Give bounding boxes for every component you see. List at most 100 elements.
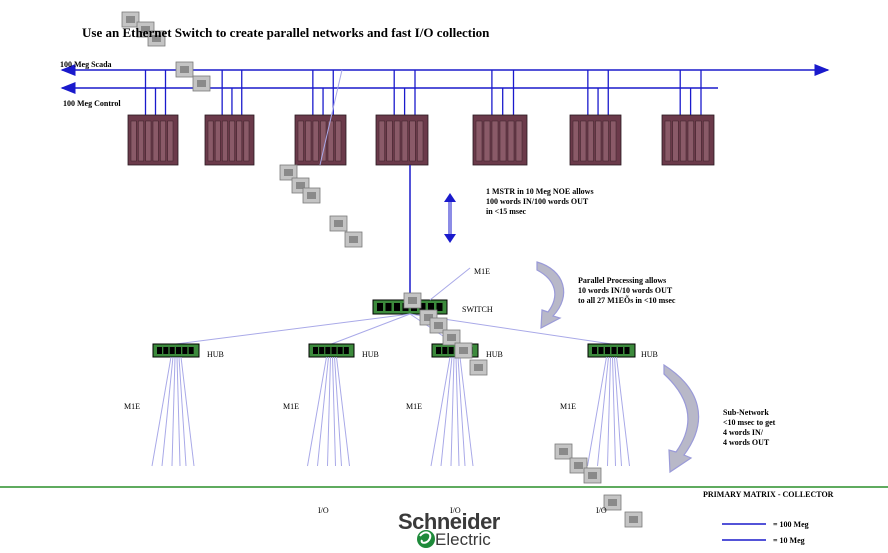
hub-port bbox=[436, 347, 441, 354]
rack-slot bbox=[703, 120, 710, 162]
hub-2-m1e-link bbox=[307, 356, 327, 467]
rack-slot bbox=[680, 120, 687, 162]
io-module-face bbox=[408, 297, 417, 304]
rack-slot bbox=[386, 120, 393, 162]
rack-slot bbox=[167, 120, 174, 162]
hub-4-m1e-link bbox=[612, 356, 616, 467]
m1e-label-3: M1E bbox=[406, 402, 422, 411]
hub-1-m1e-link bbox=[161, 356, 174, 467]
rack-slot bbox=[595, 120, 602, 162]
rack-slot bbox=[409, 120, 416, 162]
hub-1-m1e-link bbox=[180, 356, 195, 467]
legend-10-meg: = 10 Meg bbox=[773, 536, 805, 545]
slide-title: Use an Ethernet Switch to create paralle… bbox=[82, 25, 490, 40]
rack-slot bbox=[335, 120, 342, 162]
rack-slot bbox=[394, 120, 401, 162]
switch-label: SWITCH bbox=[462, 305, 493, 314]
io-module-face bbox=[180, 66, 189, 73]
rack-slot bbox=[417, 120, 424, 162]
io-module-face bbox=[588, 472, 597, 479]
rack-slot bbox=[243, 120, 250, 162]
io-module-face bbox=[141, 26, 150, 33]
mstr-arrow-down bbox=[444, 234, 456, 243]
hub-port bbox=[325, 347, 331, 354]
mstr-arrow-up bbox=[444, 193, 456, 202]
hub-port bbox=[163, 347, 169, 354]
rack-slot bbox=[475, 120, 483, 162]
rack-slot bbox=[214, 120, 221, 162]
hub-port bbox=[337, 347, 343, 354]
io-module-face bbox=[459, 347, 468, 354]
hub-port bbox=[605, 347, 610, 354]
rack-slot bbox=[138, 120, 144, 162]
rack-slot bbox=[587, 120, 594, 162]
switch-port bbox=[419, 303, 426, 311]
hub-1-m1e-link bbox=[178, 356, 187, 467]
sub-network-note: Sub-Network <10 msec to get 4 words IN/ … bbox=[723, 408, 776, 447]
hub-3-m1e-link bbox=[450, 356, 455, 467]
switch-port bbox=[385, 303, 392, 311]
hub-2-m1e-link bbox=[332, 356, 336, 467]
switch-m1e-link bbox=[429, 267, 471, 301]
hub-port bbox=[343, 347, 349, 354]
hub-4-m1e-link bbox=[616, 356, 630, 467]
hub-port bbox=[182, 347, 188, 354]
io-module-face bbox=[296, 182, 305, 189]
rack-slot bbox=[483, 120, 491, 162]
hub-port bbox=[319, 347, 325, 354]
io-module-face bbox=[284, 169, 293, 176]
hub-1-m1e-link bbox=[176, 356, 181, 467]
hub-3-m1e-link bbox=[440, 356, 453, 467]
switch-port bbox=[377, 303, 383, 311]
parallel-arrow bbox=[536, 261, 565, 330]
hub-3-m1e-link bbox=[459, 356, 474, 467]
rack-slot bbox=[152, 120, 159, 162]
io-module-face bbox=[424, 314, 433, 321]
io-module-face bbox=[574, 462, 583, 469]
io-module-face bbox=[349, 236, 358, 243]
io-module-face bbox=[307, 192, 316, 199]
legend-100-meg: = 100 Meg bbox=[773, 520, 809, 529]
m1e-label-4: M1E bbox=[560, 402, 576, 411]
hub-label-3: HUB bbox=[486, 350, 503, 359]
rack-slot bbox=[664, 120, 671, 162]
io-module-face bbox=[126, 16, 135, 23]
scada-link bbox=[319, 69, 343, 166]
io-module-face bbox=[447, 334, 456, 341]
rack-slot bbox=[207, 120, 214, 162]
rack-slot bbox=[491, 120, 499, 162]
hub-port bbox=[598, 347, 604, 354]
hub-port bbox=[331, 347, 337, 354]
rack-slot bbox=[145, 120, 152, 162]
switch-port bbox=[428, 303, 434, 311]
hub-port bbox=[448, 347, 454, 354]
io-label-2: I/O bbox=[450, 506, 461, 515]
io-module-face bbox=[434, 322, 443, 329]
hub-port bbox=[624, 347, 630, 354]
rack-slot bbox=[610, 120, 617, 162]
rack-slot bbox=[602, 120, 609, 162]
collector-label: PRIMARY MATRIX - COLLECTOR bbox=[703, 490, 834, 499]
hub-port bbox=[169, 347, 175, 354]
hub-port bbox=[442, 347, 448, 354]
io-module-face bbox=[629, 516, 638, 523]
switch-port bbox=[394, 303, 400, 311]
switch-to-hub-1 bbox=[175, 313, 411, 345]
hub-label-1: HUB bbox=[207, 350, 224, 359]
hub-2-m1e-link bbox=[327, 356, 331, 467]
hub-3-m1e-link bbox=[430, 356, 451, 467]
hub-3-m1e-link bbox=[457, 356, 466, 467]
rack-slot bbox=[378, 120, 385, 162]
hub-port bbox=[157, 347, 162, 354]
hub-1-m1e-link bbox=[151, 356, 172, 467]
rack-slot bbox=[695, 120, 702, 162]
hub-port bbox=[592, 347, 597, 354]
rack-slot bbox=[297, 120, 304, 162]
hub-2-m1e-link bbox=[336, 356, 350, 467]
m1e-label-2: M1E bbox=[283, 402, 299, 411]
io-label-3: I/O bbox=[596, 506, 607, 515]
hub-4-m1e-link bbox=[587, 356, 607, 467]
hub-1-m1e-link bbox=[171, 356, 176, 467]
